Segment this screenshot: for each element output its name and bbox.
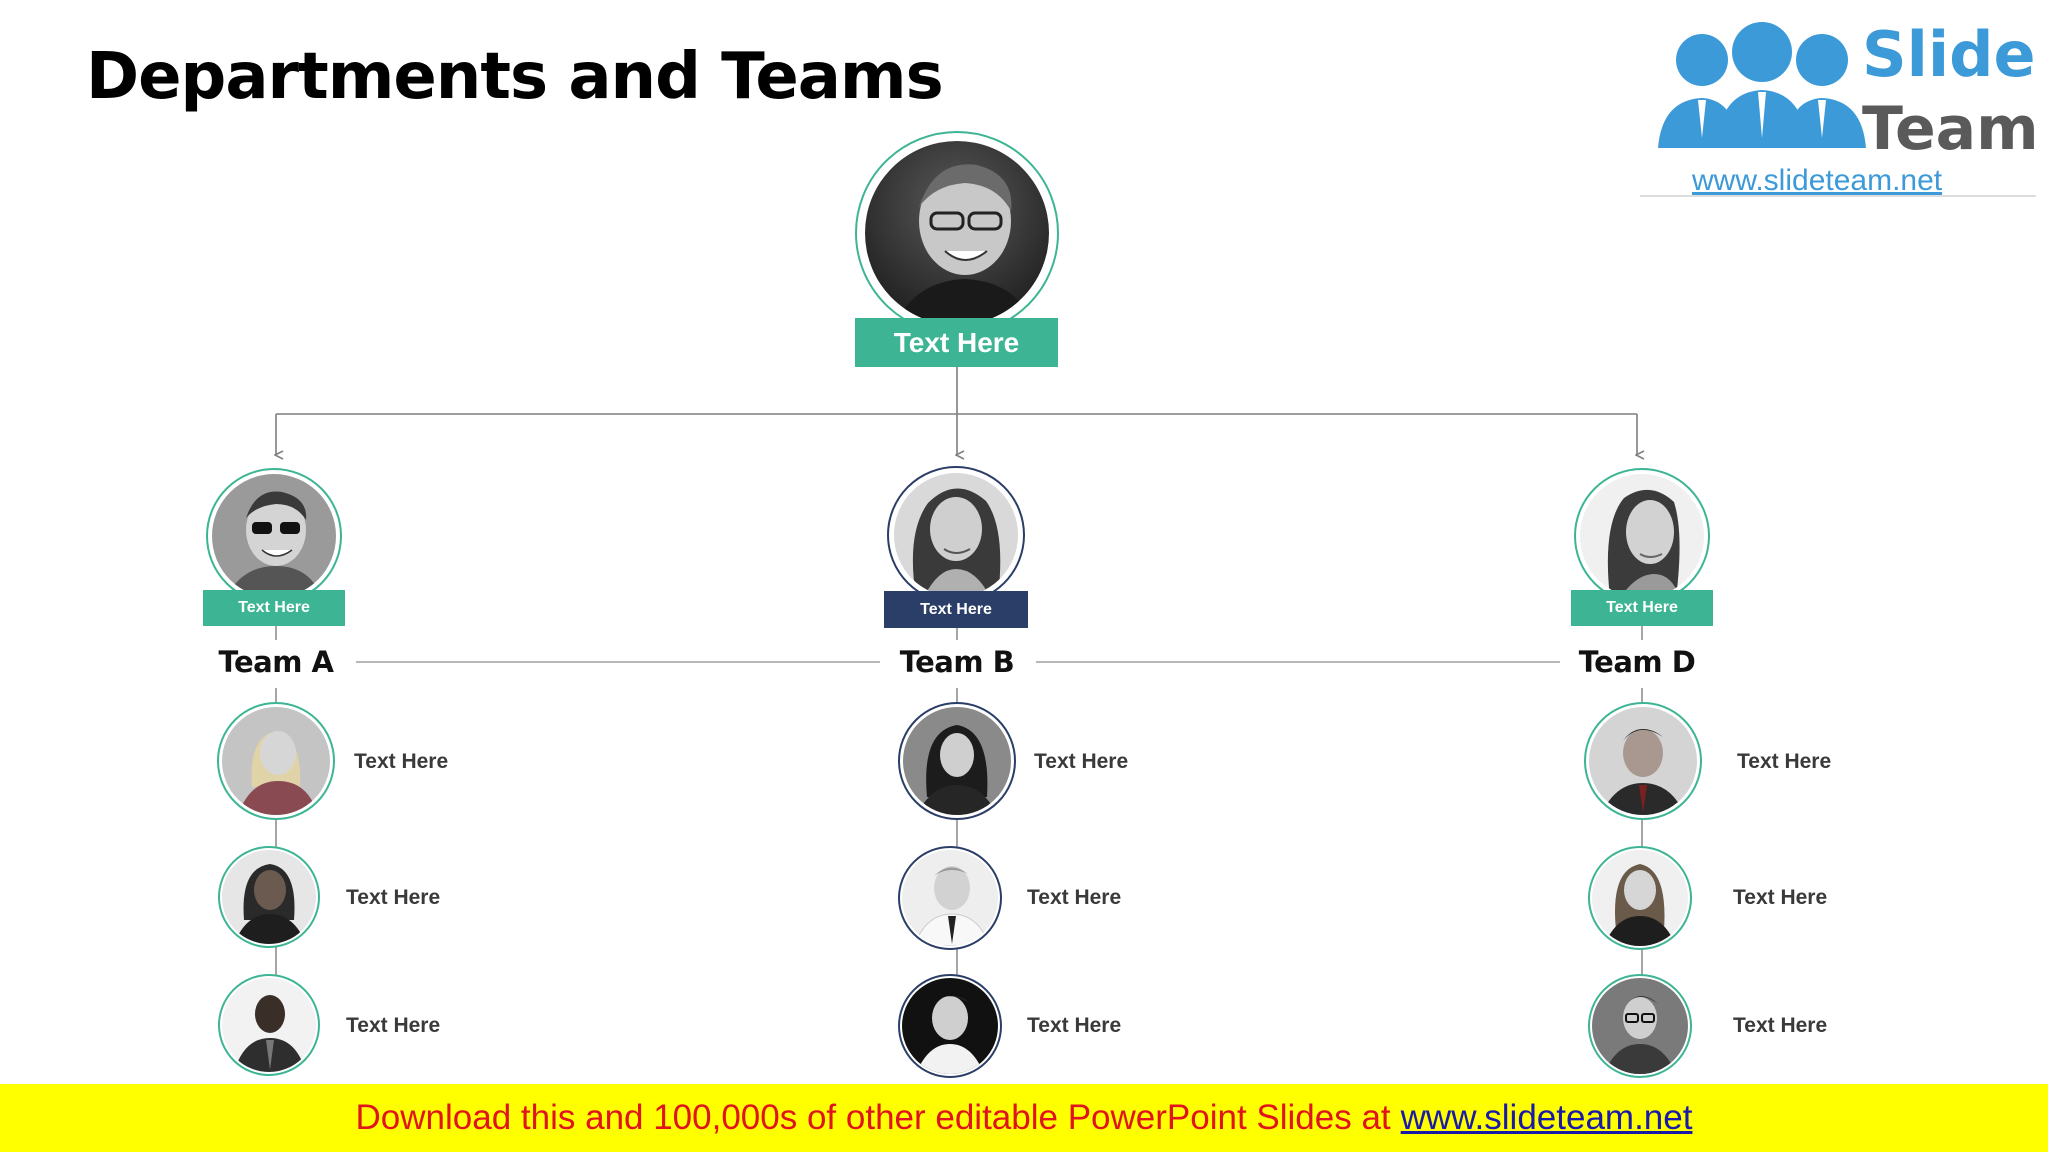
team-d-member-3-photo: [1588, 974, 1692, 1078]
person-icon: [234, 995, 306, 1072]
person-icon: [238, 731, 318, 815]
team-b-member-3-text: Text Here: [1027, 1014, 1122, 1037]
banner-text: Download this and 100,000s of other edit…: [355, 1098, 1391, 1137]
logo-line2: Team: [1862, 94, 2039, 164]
head-photo: [855, 131, 1059, 335]
person-icon: [913, 866, 991, 946]
team-a-member-1-text: Text Here: [354, 750, 449, 773]
team-b-leader-photo: [887, 466, 1025, 604]
team-d-member-1-text: Text Here: [1737, 750, 1832, 773]
person-icon: [916, 996, 984, 1074]
team-b-member-2-text: Text Here: [1027, 886, 1122, 909]
head-label: Text Here: [855, 318, 1058, 367]
team-d-member-2-text: Text Here: [1733, 886, 1828, 909]
team-b-leader-label: Text Here: [884, 591, 1028, 628]
team-d-name: Team D: [1578, 645, 1696, 679]
team-b-member-1-text: Text Here: [1034, 750, 1129, 773]
banner-link[interactable]: www.slideteam.net: [1400, 1098, 1693, 1137]
team-d-leader-label: Text Here: [1571, 590, 1713, 626]
team-a-leader-label: Text Here: [203, 590, 345, 626]
team-d-member-3-text: Text Here: [1733, 1014, 1828, 1037]
team-a-member-2-photo: [218, 846, 320, 948]
person-icon: [917, 725, 997, 815]
team-a-member-2-text: Text Here: [346, 886, 441, 909]
page-title: Departments and Teams: [86, 40, 944, 114]
team-b-name: Team B: [899, 645, 1015, 679]
logo-url-link[interactable]: www.slideteam.net: [1692, 164, 1943, 197]
team-b-member-2-photo: [898, 846, 1002, 950]
person-icon: [226, 491, 322, 598]
person-icon: [1604, 996, 1676, 1074]
person-icon: [912, 488, 1001, 597]
logo-line1: Slide: [1862, 18, 2036, 91]
person-icon: [1601, 729, 1685, 815]
team-d-leader-photo: [1574, 468, 1710, 604]
person-icon: [234, 864, 306, 944]
person-icon: [1604, 864, 1676, 946]
team-d-member-2-photo: [1588, 846, 1692, 950]
team-a-member-1-photo: [217, 702, 335, 820]
team-a-member-3-photo: [218, 974, 320, 1076]
team-a-leader-photo: [206, 468, 342, 604]
slideteam-logo[interactable]: Slide Team www.slideteam.net: [1640, 8, 2039, 198]
person-icon: [895, 164, 1035, 325]
team-b-member-1-photo: [898, 702, 1016, 820]
team-a-name: Team A: [218, 645, 334, 679]
team-a-member-3-text: Text Here: [346, 1014, 441, 1037]
download-banner: Download this and 100,000s of other edit…: [0, 1084, 2048, 1152]
team-d-member-1-photo: [1584, 702, 1702, 820]
person-icon: [1607, 489, 1680, 598]
team-b-member-3-photo: [898, 974, 1002, 1078]
people-logo-icon: [1640, 8, 2036, 197]
